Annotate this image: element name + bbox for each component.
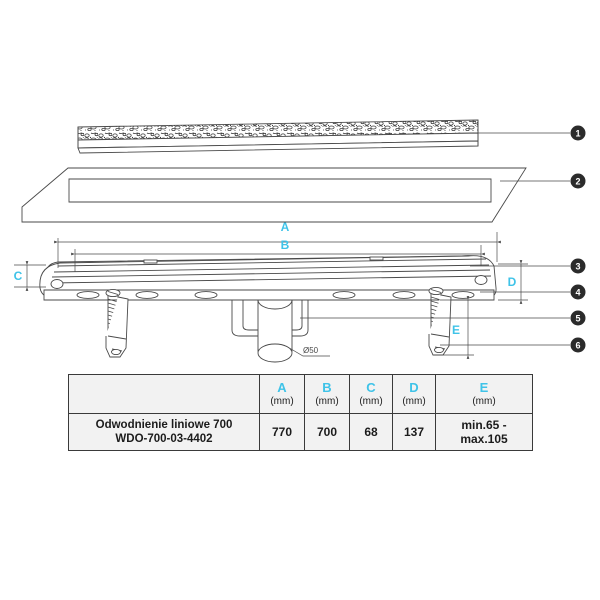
cell-value-a: 770 bbox=[259, 413, 305, 451]
adjustable-leg-right bbox=[428, 286, 452, 356]
header-unit-e: (mm) bbox=[472, 396, 496, 407]
callout-bubble-2: 2 bbox=[570, 173, 586, 189]
callout-number-6: 6 bbox=[575, 341, 580, 351]
callout-bubble-1: 1 bbox=[570, 125, 586, 141]
callout-number-4: 4 bbox=[575, 288, 580, 298]
table-header-row: A (mm) B (mm) C (mm) D (mm) E (mm) bbox=[68, 374, 533, 414]
callout-number-5: 5 bbox=[575, 314, 580, 324]
adjustable-leg-left bbox=[105, 288, 129, 358]
dimension-label-d: D bbox=[508, 275, 517, 289]
header-cell-d: D (mm) bbox=[392, 374, 436, 414]
callout-bubble-3: 3 bbox=[570, 258, 586, 274]
callout-bubble-4: 4 bbox=[570, 284, 586, 300]
header-letter-a: A bbox=[277, 380, 287, 395]
dimension-label-c: C bbox=[14, 269, 23, 283]
dimension-label-e: E bbox=[452, 323, 460, 337]
pipe-diameter-label: Ø50 bbox=[303, 346, 319, 355]
specification-table: A (mm) B (mm) C (mm) D (mm) E (mm) bbox=[68, 374, 533, 451]
cell-value-b: 700 bbox=[304, 413, 350, 451]
callout-number-1: 1 bbox=[575, 129, 580, 139]
header-letter-c: C bbox=[366, 380, 376, 395]
callout-bubble-6: 6 bbox=[570, 337, 586, 353]
callout-number-2: 2 bbox=[575, 177, 580, 187]
product-name-line1: Odwodnienie liniowe 700 bbox=[95, 419, 233, 431]
outlet-trap-body bbox=[231, 290, 309, 363]
channel-body-assembly bbox=[39, 255, 497, 363]
header-cell-c: C (mm) bbox=[349, 374, 393, 414]
cover-plate bbox=[21, 167, 527, 223]
dimension-lines bbox=[14, 232, 528, 359]
table-row: Odwodnienie liniowe 700 WDO-700-03-4402 … bbox=[68, 413, 533, 451]
callout-bubbles: 1 2 3 4 5 6 bbox=[570, 125, 586, 353]
cell-value-c: 68 bbox=[349, 413, 393, 451]
header-unit-b: (mm) bbox=[315, 396, 339, 407]
dimension-label-a: A bbox=[281, 220, 290, 234]
header-letter-b: B bbox=[322, 380, 332, 395]
header-unit-c: (mm) bbox=[359, 396, 383, 407]
pipe-diameter-leader bbox=[285, 345, 330, 357]
decorative-grate bbox=[77, 119, 479, 154]
header-cell-e: E (mm) bbox=[435, 374, 533, 414]
cell-value-e: min.65 - max.105 bbox=[435, 413, 533, 451]
mounting-flange-slots bbox=[76, 291, 475, 299]
dimension-label-b: B bbox=[281, 238, 290, 252]
header-unit-a: (mm) bbox=[270, 396, 294, 407]
header-cell-b: B (mm) bbox=[304, 374, 350, 414]
product-code-line2: WDO-700-03-4402 bbox=[115, 433, 213, 445]
cell-product-name: Odwodnienie liniowe 700 WDO-700-03-4402 bbox=[68, 413, 260, 451]
header-unit-d: (mm) bbox=[402, 396, 426, 407]
header-letter-d: D bbox=[409, 380, 419, 395]
callout-number-3: 3 bbox=[575, 262, 580, 272]
callout-leaders bbox=[300, 132, 570, 346]
header-cell-name bbox=[68, 374, 260, 414]
callout-bubble-5: 5 bbox=[570, 310, 586, 326]
cell-value-d: 137 bbox=[392, 413, 436, 451]
header-cell-a: A (mm) bbox=[259, 374, 305, 414]
header-letter-e: E bbox=[479, 380, 489, 395]
